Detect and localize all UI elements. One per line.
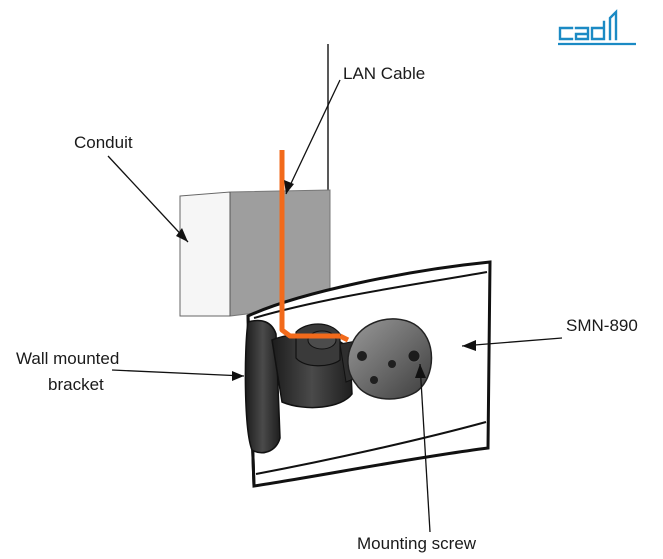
smn-label: SMN-890 — [566, 316, 638, 336]
cadl-logo: cadl — [556, 8, 638, 46]
mounting-screw-label: Mounting screw — [357, 534, 476, 554]
conduit-label: Conduit — [74, 133, 133, 153]
mounting-plate — [348, 319, 432, 399]
lan-cable-label: LAN Cable — [343, 64, 425, 84]
wall-bracket-label-line1: Wall mounted — [16, 349, 119, 369]
wall-bracket-label-line2: bracket — [48, 375, 104, 395]
